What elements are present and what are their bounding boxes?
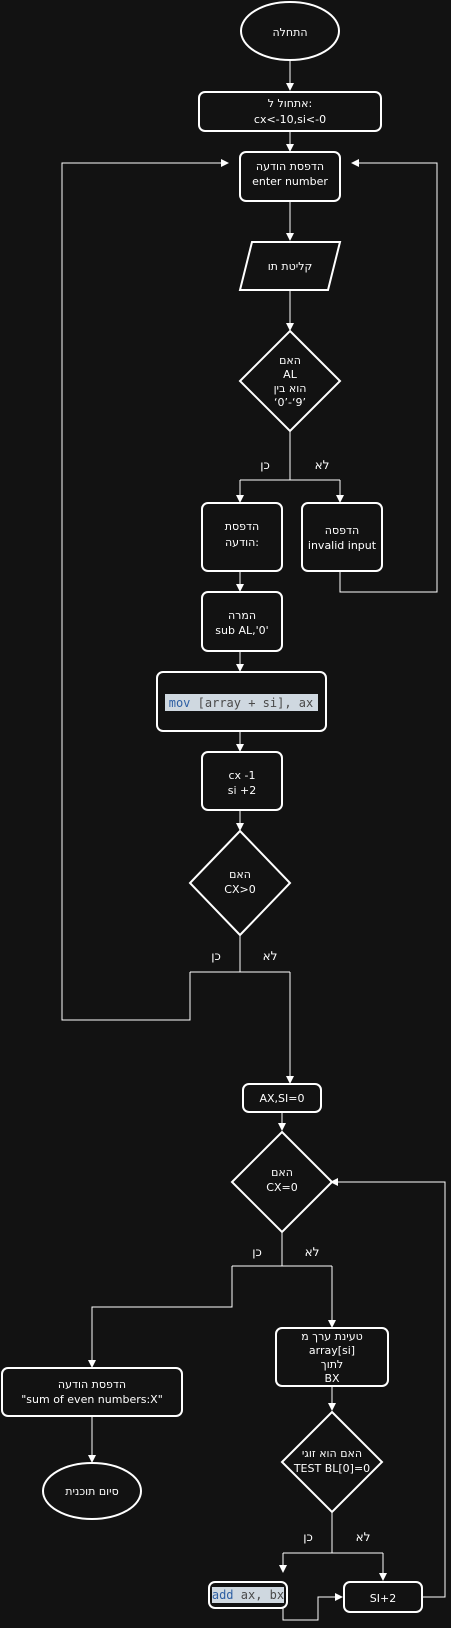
increment-si-label: SI+2 bbox=[370, 1592, 396, 1605]
add-operands: ax, bx bbox=[234, 1588, 285, 1602]
no-label-2: לא bbox=[263, 949, 278, 963]
no-label-4: לא bbox=[356, 1530, 371, 1544]
update-counters-line-1: cx -1 bbox=[228, 769, 255, 782]
check-cx-positive-line-2: CX>0 bbox=[224, 883, 255, 896]
yes-label-4: כן bbox=[303, 1530, 313, 1544]
no-label-3: לא bbox=[305, 1245, 320, 1259]
check-cx-positive-decision: האם CX>0 bbox=[188, 829, 292, 937]
init-line-2: cx<-10,si<-0 bbox=[254, 113, 326, 126]
load-value-line-3: לתוך bbox=[321, 1358, 343, 1371]
print-invalid-line-1: הדפסה bbox=[325, 524, 359, 537]
add-keyword: add bbox=[212, 1588, 234, 1602]
check-cx-zero-line-2: CX=0 bbox=[266, 1181, 297, 1194]
print-prompt-line-2: enter number bbox=[252, 175, 328, 188]
reset-process: AX,SI=0 bbox=[242, 1083, 322, 1113]
print-sum-line-1: הדפסת הודעה bbox=[58, 1378, 126, 1391]
convert-process: המרה sub AL,'0' bbox=[201, 591, 283, 652]
print-sum-process: הדפסת הודעה "sum of even numbers:X" bbox=[1, 1367, 183, 1417]
add-code: add ax, bx bbox=[212, 1588, 284, 1602]
update-counters-line-2: si +2 bbox=[228, 784, 257, 797]
add-process: add ax, bx bbox=[208, 1581, 288, 1609]
end-terminal: סיום תוכנית bbox=[42, 1462, 142, 1520]
print-prompt-line-1: הדפסת הודעה bbox=[256, 160, 324, 173]
store-array-process: mov [array + si], ax bbox=[156, 671, 327, 732]
check-digit-line-4: ‘0’-‘9’ bbox=[274, 396, 306, 409]
store-array-code: mov [array + si], ax bbox=[169, 696, 314, 710]
check-cx-zero-line-1: האם bbox=[271, 1166, 293, 1179]
connectors bbox=[61, 61, 446, 1621]
init-line-1: אתחול ל: bbox=[268, 97, 313, 110]
check-digit-line-1: האם bbox=[279, 354, 301, 367]
print-prompt-process: הדפסת הודעה enter number bbox=[239, 151, 341, 202]
load-value-line-1: טעינת ערך מ bbox=[301, 1330, 363, 1343]
read-input-label: קליטת תו bbox=[268, 260, 313, 273]
check-cx-positive-line-1: האם bbox=[229, 868, 251, 881]
end-label: סיום תוכנית bbox=[65, 1485, 119, 1498]
convert-line-2: sub AL,'0' bbox=[215, 624, 268, 637]
check-digit-line-2: AL bbox=[283, 368, 298, 381]
load-value-process: טעינת ערך מ array[si] לתוך BX bbox=[275, 1327, 389, 1387]
init-process: אתחול ל: cx<-10,si<-0 bbox=[198, 91, 382, 132]
check-even-decision: האם הוא זוגי TEST BL[0]=0 bbox=[280, 1410, 384, 1514]
store-array-operands: [array + si], ax bbox=[190, 696, 313, 710]
print-sum-line-2: "sum of even numbers:X" bbox=[21, 1393, 163, 1406]
check-digit-decision: האם AL הוא בין ‘0’-‘9’ bbox=[238, 329, 342, 433]
increment-si-process: SI+2 bbox=[343, 1581, 423, 1613]
start-terminal: התחלה bbox=[240, 1, 340, 61]
print-message-process: הדפסת הודעה: bbox=[201, 502, 283, 572]
yes-label-3: כן bbox=[252, 1245, 262, 1259]
check-digit-line-3: הוא בין bbox=[274, 382, 307, 395]
start-label: התחלה bbox=[272, 26, 307, 39]
check-even-line-1: האם הוא זוגי bbox=[302, 1447, 362, 1460]
print-invalid-line-2: invalid input bbox=[308, 539, 377, 552]
print-message-line-2: הודעה: bbox=[225, 536, 259, 549]
yes-label-1: כן bbox=[260, 458, 270, 472]
no-label-1: לא bbox=[315, 458, 330, 472]
update-counters-process: cx -1 si +2 bbox=[201, 751, 283, 811]
print-invalid-process: הדפסה invalid input bbox=[301, 502, 383, 572]
check-cx-zero-decision: האם CX=0 bbox=[230, 1130, 334, 1234]
load-value-line-2: array[si] bbox=[309, 1344, 355, 1357]
store-array-keyword: mov bbox=[169, 696, 191, 710]
read-input-parallelogram: קליטת תו bbox=[238, 241, 342, 291]
print-message-line-1: הדפסת bbox=[225, 520, 259, 533]
check-even-line-2: TEST BL[0]=0 bbox=[293, 1462, 370, 1475]
reset-label: AX,SI=0 bbox=[260, 1092, 305, 1105]
yes-label-2: כן bbox=[211, 949, 221, 963]
convert-line-1: המרה bbox=[228, 609, 256, 622]
load-value-line-4: BX bbox=[324, 1372, 340, 1385]
